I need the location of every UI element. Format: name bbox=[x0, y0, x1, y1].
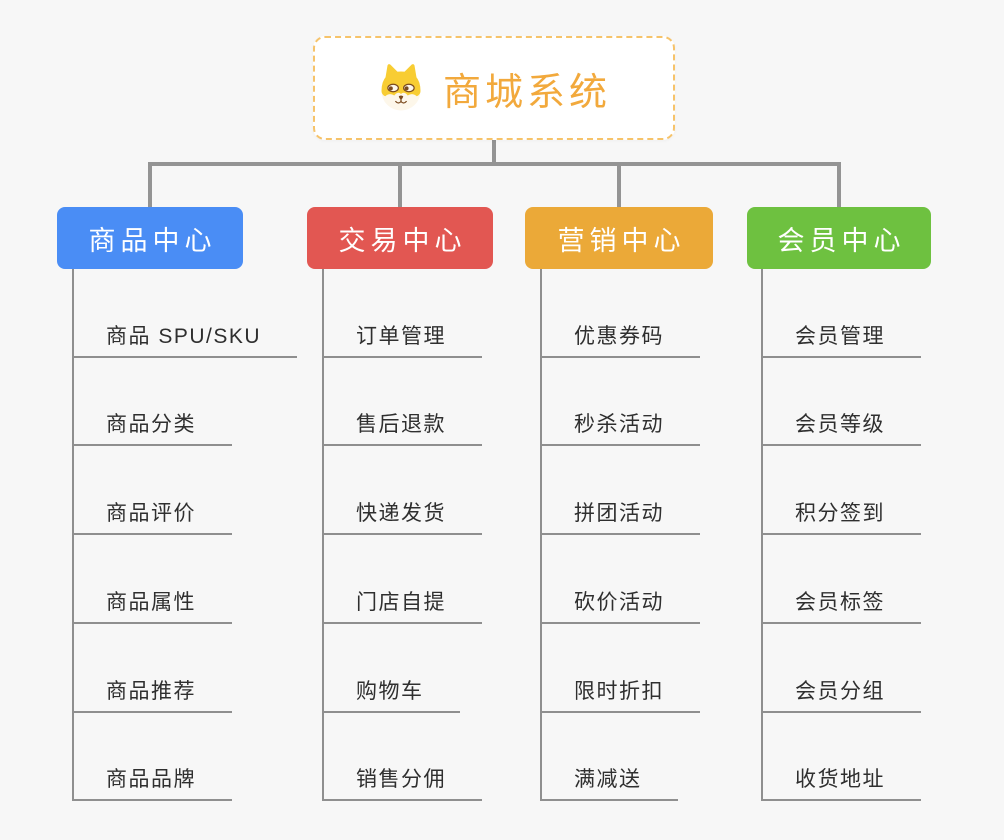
sub-topic[interactable]: 会员分组 bbox=[761, 679, 921, 713]
connector-drop-trade bbox=[398, 164, 402, 207]
sub-topic[interactable]: 商品 SPU/SKU bbox=[72, 324, 298, 358]
branch-trunk-line-marketing bbox=[540, 269, 542, 801]
sub-topic[interactable]: 售后退款 bbox=[322, 412, 482, 446]
connector-drop-member bbox=[837, 164, 841, 207]
connector-rail bbox=[148, 162, 841, 166]
sub-topic[interactable]: 秒杀活动 bbox=[540, 412, 700, 446]
sub-topic[interactable]: 积分签到 bbox=[761, 501, 921, 535]
sub-topic[interactable]: 商品属性 bbox=[72, 590, 232, 624]
sub-topic[interactable]: 会员管理 bbox=[761, 324, 921, 358]
branch-trunk-line-trade bbox=[322, 269, 324, 801]
sub-topic[interactable]: 砍价活动 bbox=[540, 590, 700, 624]
branch-node-product-center[interactable]: 商品中心 bbox=[57, 207, 243, 269]
sub-topic[interactable]: 商品分类 bbox=[72, 412, 232, 446]
sub-topic[interactable]: 商品推荐 bbox=[72, 679, 232, 713]
connector-root-stem bbox=[492, 140, 496, 165]
sub-topic[interactable]: 拼团活动 bbox=[540, 501, 700, 535]
sub-topic[interactable]: 优惠券码 bbox=[540, 324, 700, 358]
sub-topic[interactable]: 收货地址 bbox=[761, 767, 921, 801]
sub-topic[interactable]: 商品评价 bbox=[72, 501, 232, 535]
root-title: 商城系统 bbox=[442, 71, 611, 114]
sub-topic[interactable]: 购物车 bbox=[322, 679, 460, 713]
sub-topic[interactable]: 满减送 bbox=[540, 767, 678, 801]
sub-topic[interactable]: 快递发货 bbox=[322, 501, 482, 535]
sub-topic[interactable]: 会员标签 bbox=[761, 590, 921, 624]
branch-node-member-center[interactable]: 会员中心 bbox=[747, 207, 931, 269]
sub-topic[interactable]: 销售分佣 bbox=[322, 767, 482, 801]
sub-topic[interactable]: 限时折扣 bbox=[540, 679, 700, 713]
dog-face-icon bbox=[381, 64, 421, 111]
connector-drop-product bbox=[148, 164, 152, 207]
sub-topic[interactable]: 商品品牌 bbox=[72, 767, 232, 801]
branch-trunk-line-member bbox=[761, 269, 763, 801]
branch-trunk-line-product bbox=[72, 269, 74, 801]
sub-topic[interactable]: 订单管理 bbox=[322, 324, 482, 358]
sub-topic[interactable]: 门店自提 bbox=[322, 590, 482, 624]
root-node[interactable]: 商城系统 bbox=[313, 36, 675, 140]
branch-node-trade-center[interactable]: 交易中心 bbox=[307, 207, 493, 269]
connector-drop-marketing bbox=[617, 164, 621, 207]
branch-node-marketing-center[interactable]: 营销中心 bbox=[525, 207, 713, 269]
sub-topic[interactable]: 会员等级 bbox=[761, 412, 921, 446]
